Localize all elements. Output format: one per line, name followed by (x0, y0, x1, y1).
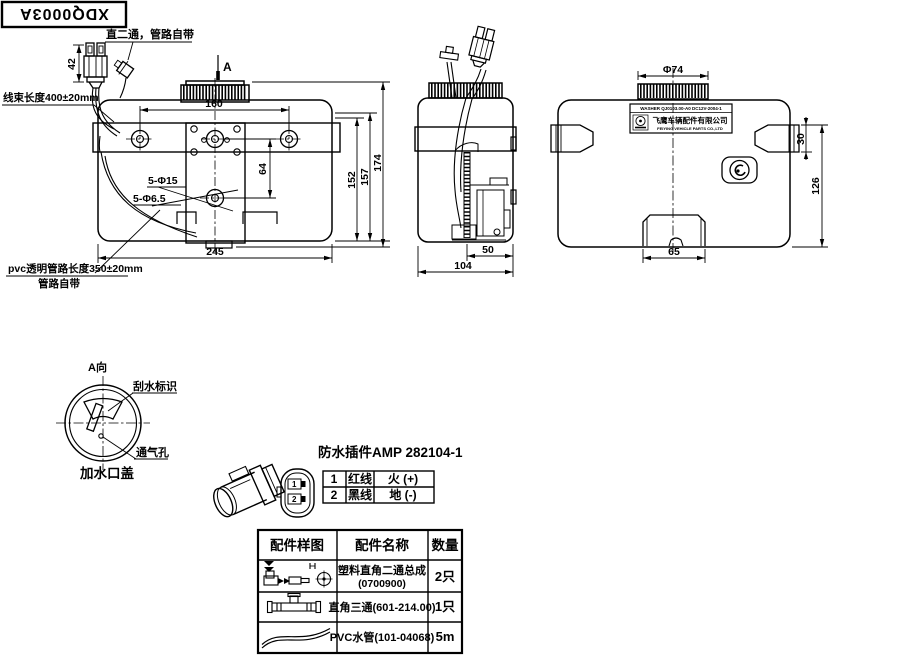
title-block: XDQ0003A (0, 0, 128, 29)
harness-detail (2, 41, 192, 137)
part2-name: 直角三通(601-214.00) (329, 600, 436, 614)
filler-cap-caption: 加水口盖 (79, 465, 134, 481)
front-view (6, 55, 390, 277)
dim-126: 126 (810, 177, 822, 195)
a-view-title: A向 (88, 360, 107, 374)
wiper-mark-label: 刮水标识 (133, 379, 177, 393)
part1-qty: 2只 (435, 569, 455, 584)
pinout-table (322, 470, 435, 504)
connector-title: 防水插件AMP 282104-1 (318, 444, 463, 460)
side-view (414, 25, 517, 277)
harness-length-note: 线束长度400±20mm (3, 91, 99, 104)
dim-42: 42 (66, 58, 78, 70)
dim-74: Φ74 (663, 64, 683, 76)
parts-header-sample: 配件样图 (270, 537, 324, 553)
dim-174: 174 (372, 154, 384, 172)
part-sample-hose (261, 627, 331, 649)
side-view-connector (468, 25, 496, 68)
nameplate-company-en: FEIYING VEHICLE PARTS CO.,LTD (657, 126, 723, 131)
face-pin1-label: 1 (292, 480, 297, 489)
face-pin2-label: 2 (292, 495, 297, 504)
pin2-circuit: 地 (-) (389, 487, 416, 502)
pin1-circuit: 火 (+) (388, 472, 418, 486)
part3-qty: 5m (436, 629, 455, 644)
parts-header-qty: 数量 (432, 537, 459, 553)
pvc-note-line2: 管路自带 (38, 277, 80, 290)
pin1-wire: 红线 (348, 471, 372, 486)
dim-64: 64 (257, 163, 269, 175)
drawing-code: XDQ0003A (19, 5, 109, 22)
connector-plug-drawing (213, 463, 286, 518)
dim-30: 30 (795, 133, 807, 145)
parts-table-rows: 塑料直角二通总成 (0700900) 2只 直角三通(601-214.00) 1… (329, 563, 456, 644)
dim-50: 50 (482, 244, 494, 256)
rear-view (550, 68, 828, 263)
filler-cap-view (56, 376, 177, 470)
pin2-no: 2 (331, 488, 338, 502)
dim-245: 245 (206, 246, 224, 258)
dim-152: 152 (346, 171, 358, 189)
parts-table (256, 528, 464, 655)
dim-104: 104 (454, 260, 472, 272)
dim-157: 157 (359, 168, 371, 186)
part2-qty: 1只 (435, 599, 455, 614)
section-label: A (223, 60, 232, 74)
two-way-fitting (113, 59, 135, 79)
fitting-note: 直二通，管路自带 (106, 27, 194, 41)
part1-name: 塑料直角二通总成 (338, 563, 426, 577)
part3-name: PVC水管(101-04068) (330, 630, 435, 644)
nameplate-line1: WASHER QJ0103.00-A0 DC12V-2004-1 (640, 106, 722, 111)
pvc-note-line1: pvc透明管路长度350±20mm (8, 262, 143, 275)
pinout-rows: 1 红线 火 (+) 2 黑线 地 (-) (331, 471, 419, 502)
holes-large-callout: 5-Φ15 (148, 175, 178, 187)
parts-header-name: 配件名称 (355, 537, 409, 553)
connector-detail (213, 463, 435, 518)
nameplate-company: 飞鹰车辆配件有限公司 (653, 115, 728, 125)
pin1-no: 1 (331, 472, 338, 486)
connector-face-drawing (276, 468, 315, 518)
product-nameplate (629, 103, 733, 134)
part1-code: (0700900) (358, 578, 406, 590)
vent-hole-label: 通气孔 (136, 445, 169, 459)
dim-160: 160 (205, 98, 223, 110)
holes-small-callout: 5-Φ6.5 (133, 193, 166, 205)
part-sample-elbow (263, 561, 333, 588)
pin2-wire: 黑线 (348, 487, 372, 502)
dim-65: 65 (668, 246, 680, 258)
part-sample-tee (266, 592, 322, 614)
